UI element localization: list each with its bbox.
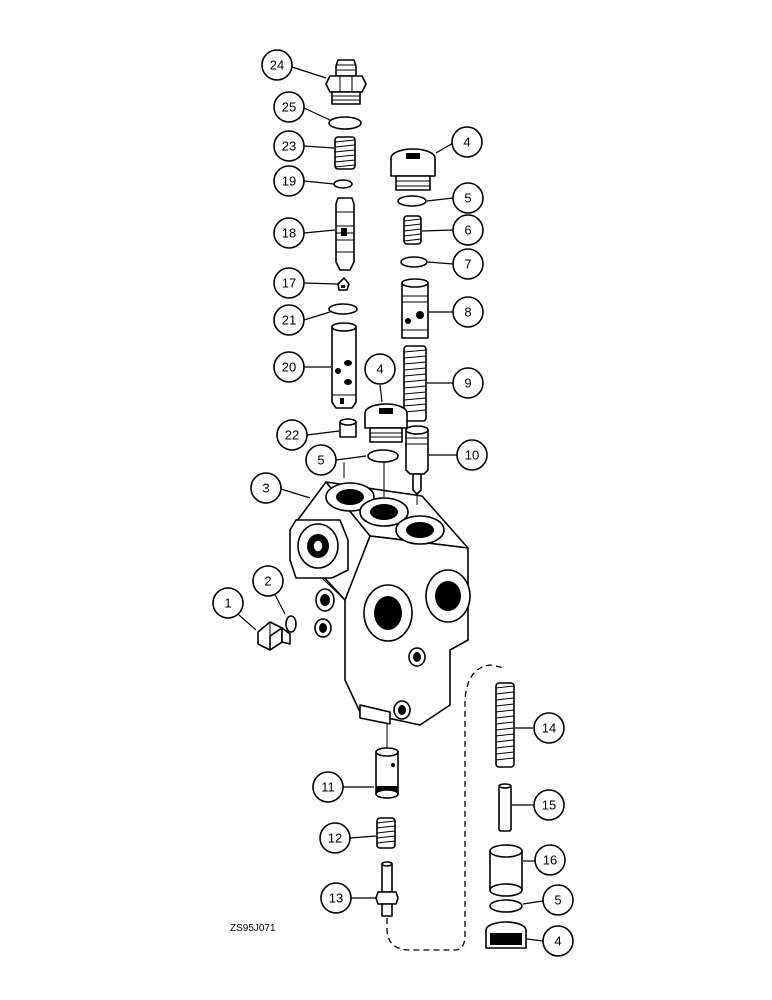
svg-text:1: 1 <box>224 596 231 611</box>
callout-5-lower: 5 <box>542 884 574 916</box>
callout-3: 3 <box>250 472 282 504</box>
part-4-plug-upper <box>390 148 436 191</box>
part-4-plug-middle <box>364 403 408 443</box>
callout-18: 18 <box>273 217 305 249</box>
callout-8: 8 <box>452 296 484 328</box>
figure-code: ZS95J071 <box>230 923 276 934</box>
callout-19: 19 <box>273 165 305 197</box>
callout-23: 23 <box>273 130 305 162</box>
part-24-fitting <box>325 59 367 105</box>
callout-4-middle: 4 <box>364 353 396 385</box>
part-1-plug <box>257 621 291 651</box>
part-20-sleeve <box>331 322 357 409</box>
svg-text:22: 22 <box>285 428 299 443</box>
callout-14: 14 <box>533 712 565 744</box>
callout-7: 7 <box>452 248 484 280</box>
callout-11: 11 <box>312 771 344 803</box>
part-5-o-ring-lower <box>489 899 523 913</box>
callout-20: 20 <box>273 351 305 383</box>
svg-text:5: 5 <box>317 453 324 468</box>
callout-9: 9 <box>452 367 484 399</box>
callout-1: 1 <box>212 587 244 619</box>
svg-text:8: 8 <box>464 305 471 320</box>
callout-5-middle: 5 <box>305 444 337 476</box>
svg-text:13: 13 <box>329 891 343 906</box>
callout-22: 22 <box>276 419 308 451</box>
svg-text:18: 18 <box>282 226 296 241</box>
svg-text:2: 2 <box>264 574 271 589</box>
callout-17: 17 <box>273 267 305 299</box>
part-13-pin <box>375 861 399 917</box>
svg-text:19: 19 <box>282 174 296 189</box>
svg-text:6: 6 <box>464 223 471 238</box>
part-5-o-ring-upper <box>397 195 427 207</box>
svg-text:24: 24 <box>270 58 284 73</box>
svg-text:9: 9 <box>464 376 471 391</box>
callout-4-upper: 4 <box>451 126 483 158</box>
svg-text:12: 12 <box>328 831 342 846</box>
svg-text:14: 14 <box>542 721 556 736</box>
part-22-plug <box>339 418 357 438</box>
svg-text:17: 17 <box>282 276 296 291</box>
part-9-spring <box>403 345 427 422</box>
callout-25: 25 <box>273 91 305 123</box>
svg-text:5: 5 <box>464 191 471 206</box>
callout-4-lower: 4 <box>542 925 574 957</box>
svg-text:10: 10 <box>465 448 479 463</box>
part-18-poppet <box>335 197 355 271</box>
part-25-o-ring <box>328 116 362 130</box>
callout-16: 16 <box>534 844 566 876</box>
callout-5-upper: 5 <box>452 182 484 214</box>
svg-text:20: 20 <box>282 360 296 375</box>
svg-text:25: 25 <box>282 100 296 115</box>
callout-21: 21 <box>273 304 305 336</box>
callout-13: 13 <box>320 882 352 914</box>
callout-24: 24 <box>261 49 293 81</box>
part-6-spring <box>403 215 422 245</box>
part-11-check <box>375 747 399 799</box>
svg-text:23: 23 <box>282 139 296 154</box>
part-8-spool <box>401 278 429 339</box>
svg-text:16: 16 <box>543 853 557 868</box>
callout-10: 10 <box>456 439 488 471</box>
callout-15: 15 <box>533 789 565 821</box>
part-7-ring <box>400 256 428 268</box>
svg-text:11: 11 <box>321 780 335 795</box>
callout-12: 12 <box>319 822 351 854</box>
svg-text:5: 5 <box>554 893 561 908</box>
part-2-o-ring <box>285 615 297 633</box>
callout-2: 2 <box>252 565 284 597</box>
svg-text:21: 21 <box>282 313 296 328</box>
part-5-o-ring-middle <box>367 449 399 463</box>
svg-text:7: 7 <box>464 257 471 272</box>
svg-text:4: 4 <box>463 135 470 150</box>
svg-text:15: 15 <box>542 798 556 813</box>
part-23-spring <box>334 136 356 170</box>
svg-text:4: 4 <box>376 362 383 377</box>
part-10-piston <box>405 425 429 495</box>
part-14-spring <box>495 682 515 768</box>
part-4-plug-lower <box>485 921 527 949</box>
part-19-o-ring <box>333 179 353 189</box>
part-12-spring <box>376 817 396 849</box>
callout-6: 6 <box>452 214 484 246</box>
part-16-sleeve <box>489 844 523 897</box>
svg-text:3: 3 <box>262 481 269 496</box>
part-17-small-poppet <box>337 277 350 291</box>
center-lines <box>343 462 506 951</box>
svg-text:4: 4 <box>554 934 561 949</box>
part-21-snap-ring <box>328 303 358 315</box>
part-3-valve-body <box>289 481 471 726</box>
part-15-pin <box>498 783 512 832</box>
